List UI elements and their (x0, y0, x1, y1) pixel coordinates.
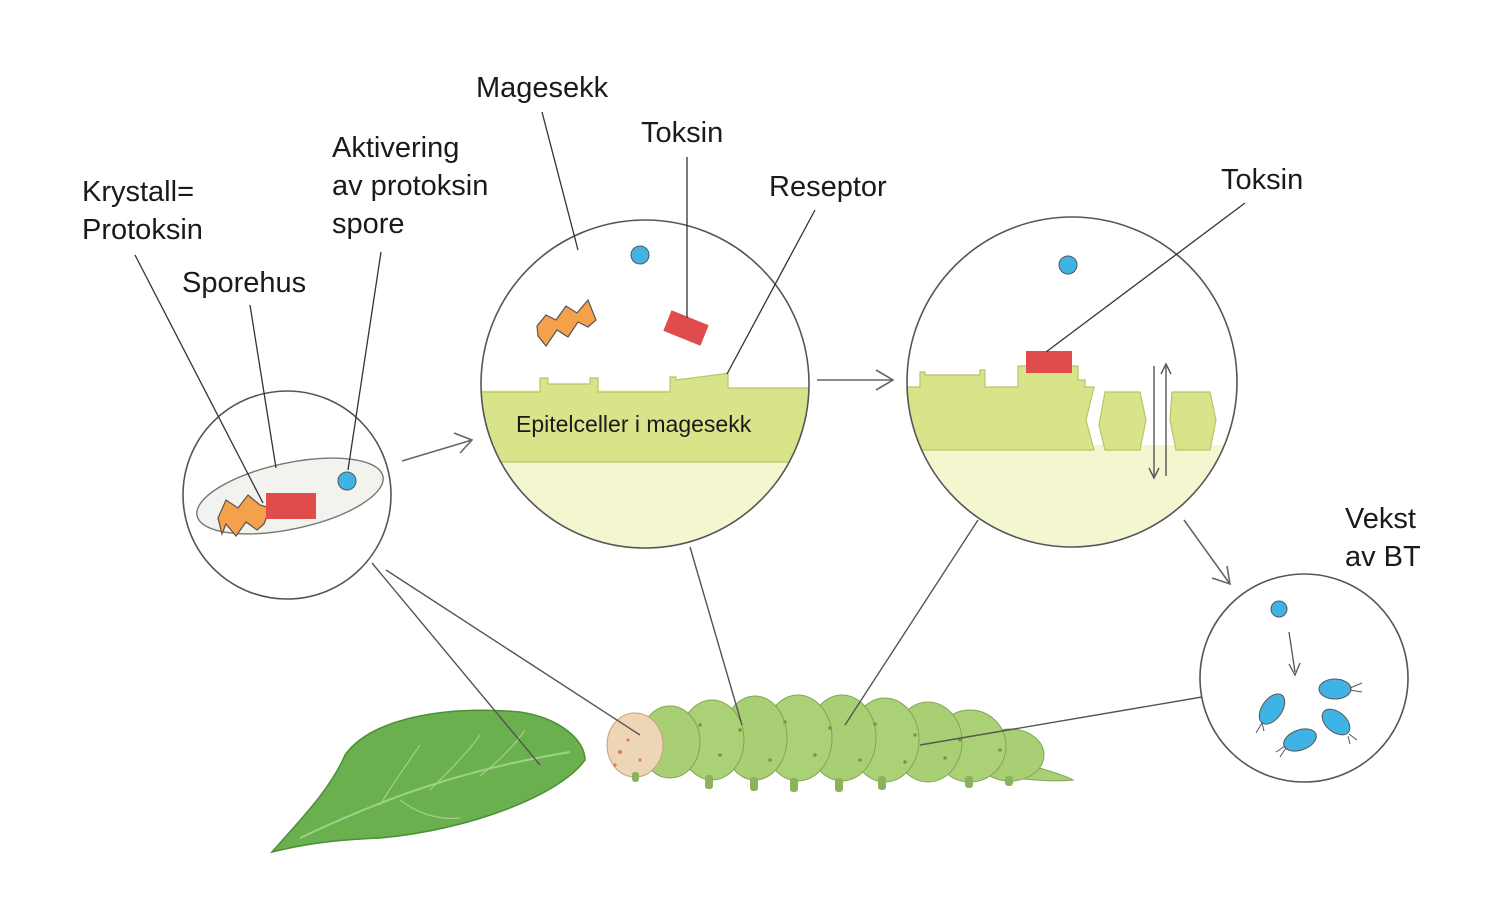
label-krystall-line1: Krystall= (82, 176, 195, 208)
label-vekst-line2: av BT (1345, 541, 1421, 573)
circle-sporehus (182, 390, 392, 600)
label-krystall-line2: Protoksin (82, 214, 203, 246)
label-aktivering: Aktivering av protoksin spore (332, 129, 488, 243)
caterpillar-icon (606, 694, 1075, 792)
label-aktivering-line2: av protoksin (332, 170, 489, 202)
label-vekst-line1: Vekst (1345, 503, 1416, 535)
label-magesekk: Magesekk (476, 72, 609, 104)
protoxin-crystal-icon (217, 494, 271, 537)
spore-icon (630, 245, 650, 265)
process-arrows (401, 369, 1232, 586)
toxin-icon (266, 493, 316, 519)
leader-lines (134, 111, 1246, 504)
spore-icon (1270, 600, 1288, 618)
pore-arrow-icon (1148, 362, 1172, 480)
protoxin-crystal-icon (536, 298, 597, 348)
bacteria-icon (1255, 678, 1363, 758)
label-reseptor: Reseptor (769, 171, 887, 203)
label-toksin-1: Toksin (641, 117, 724, 149)
label-aktivering-line1: Aktivering (332, 132, 460, 164)
connector-lines (371, 519, 1203, 766)
label-sporehus: Sporehus (182, 267, 307, 299)
spore-icon (1058, 255, 1078, 275)
leaf-icon (269, 709, 586, 854)
label-toksin-2: Toksin (1221, 164, 1304, 196)
label-krystall: Krystall= Protoksin (82, 173, 203, 249)
label-aktivering-line3: spore (332, 208, 405, 240)
circle-magesekk (480, 219, 810, 549)
spore-icon (337, 471, 357, 491)
circle-toksin-binding (906, 216, 1238, 548)
toxin-icon (663, 310, 709, 346)
circle-vekst (1199, 573, 1409, 783)
toxin-icon (1026, 351, 1072, 373)
label-epitelceller: Epitelceller i magesekk (516, 411, 752, 437)
label-vekst: Vekst av BT (1345, 500, 1421, 576)
